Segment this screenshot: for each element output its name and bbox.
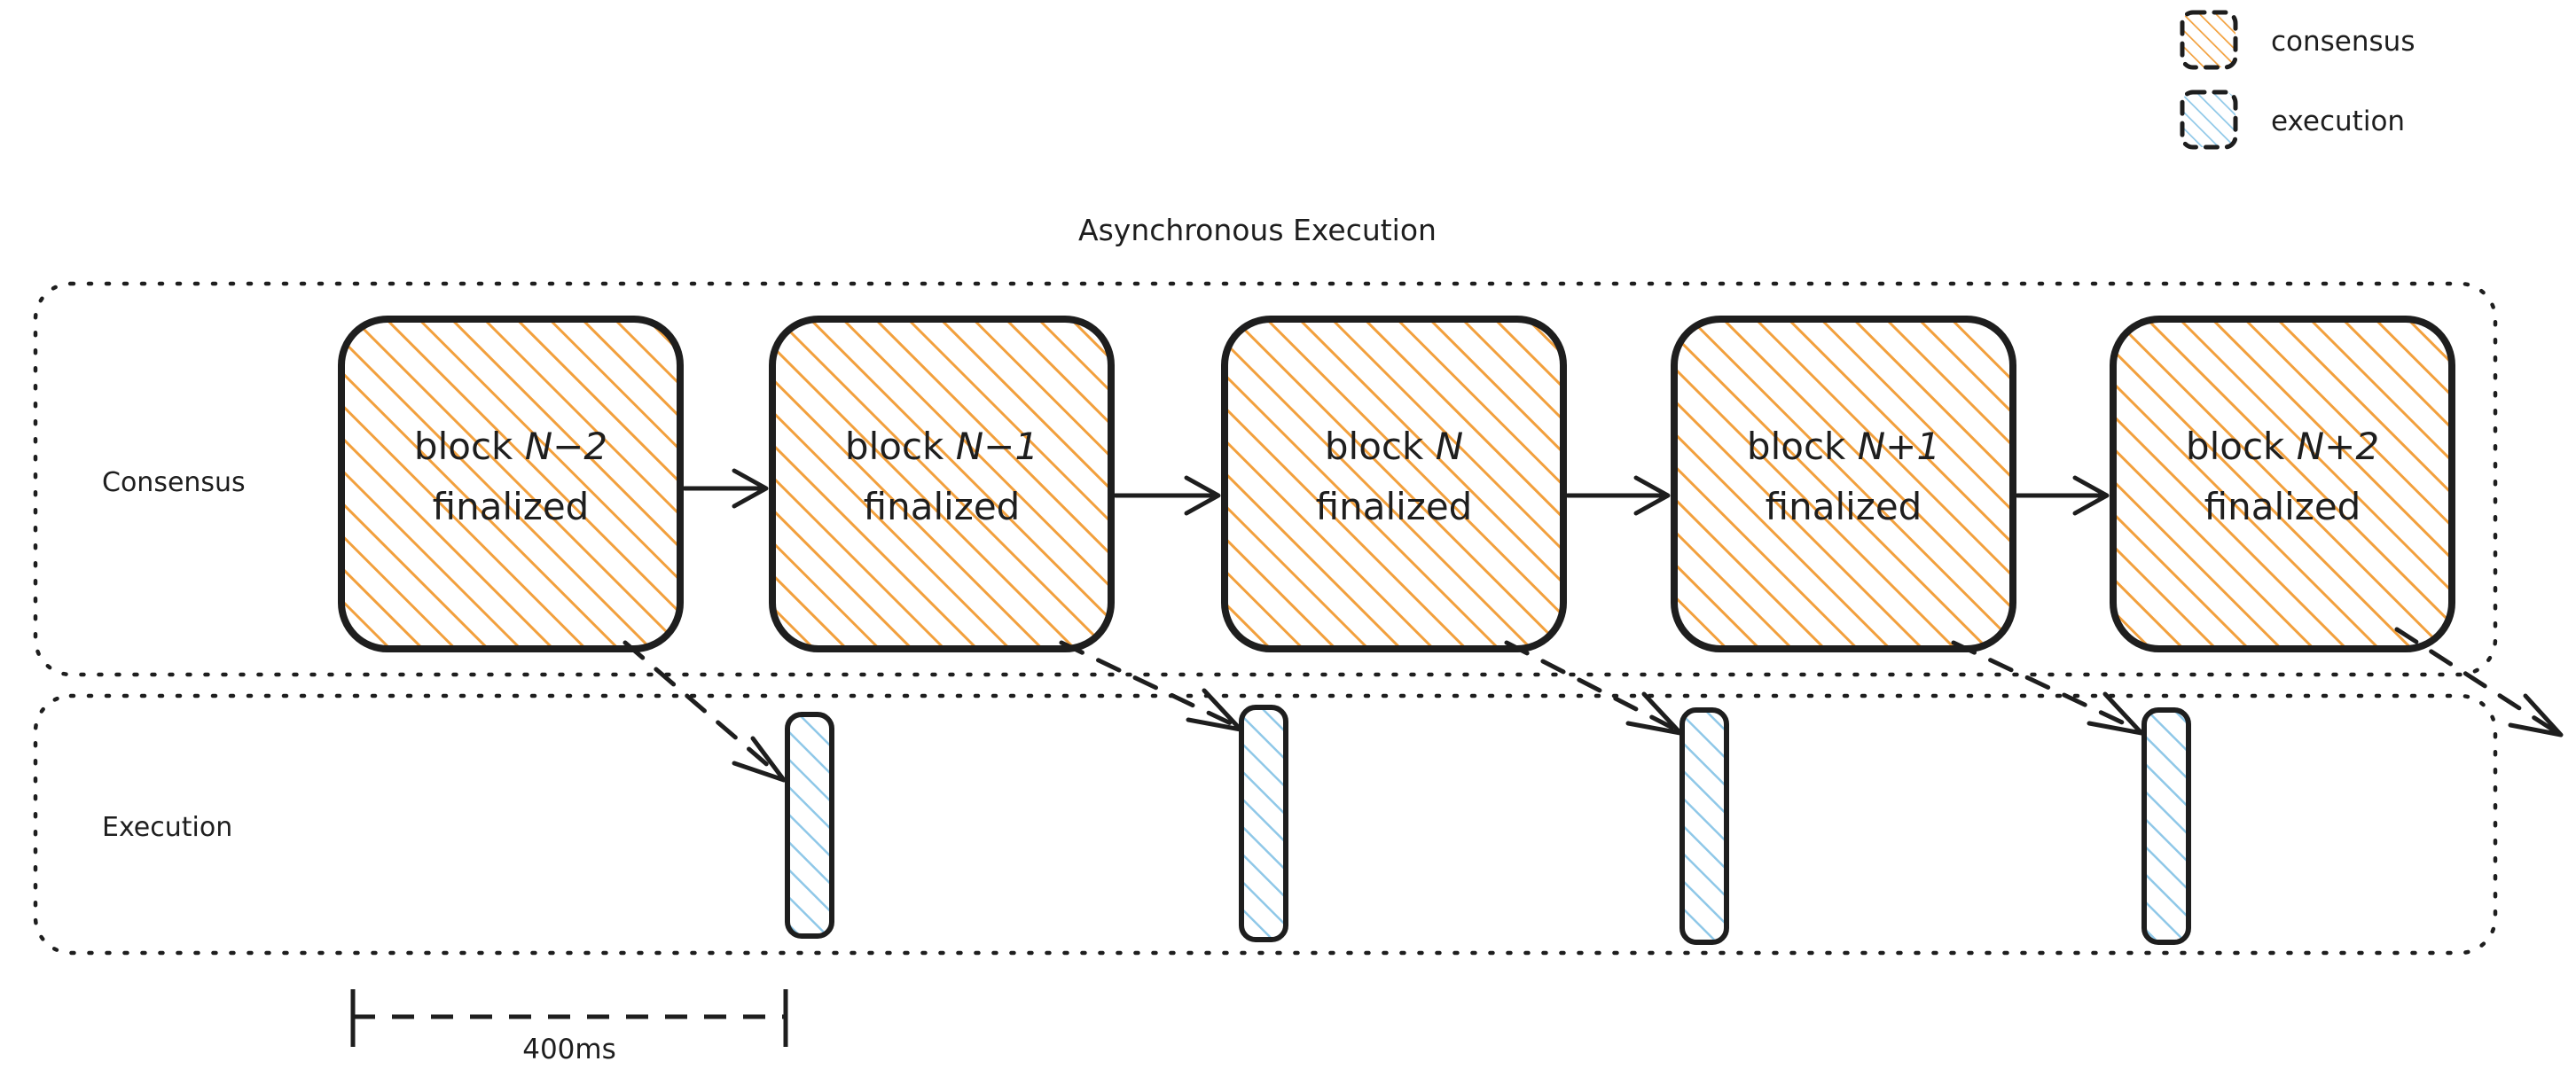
block-shape[interactable] — [338, 316, 684, 652]
block-status: finalized — [1766, 485, 1922, 528]
block-status: finalized — [2204, 485, 2361, 528]
measure-label: 400ms — [522, 1034, 616, 1065]
block-title-line: block N+2 — [2186, 425, 2379, 468]
block-status: finalized — [864, 485, 1021, 528]
consensus-block-n-1[interactable]: block N−1 finalized — [769, 316, 1115, 652]
legend-swatch-execution-icon — [2180, 90, 2238, 150]
execution-bar-4[interactable] — [2141, 707, 2191, 945]
bar-shape[interactable] — [785, 712, 834, 939]
dashed-arrow-n-to-exec-3 — [1504, 640, 1683, 736]
lane-container-execution — [33, 693, 2498, 956]
execution-bar-2[interactable] — [1239, 705, 1288, 942]
legend-label-consensus: consensus — [2271, 26, 2415, 58]
bar-shape[interactable] — [1239, 705, 1288, 942]
block-title-line: block N+1 — [1747, 425, 1940, 468]
legend: consensus execution — [2180, 10, 2415, 150]
block-shape[interactable] — [769, 316, 1115, 652]
bar-shape[interactable] — [1679, 707, 1729, 945]
dashed-arrow-n-plus-2-to-offscreen — [2394, 627, 2564, 738]
legend-item-execution: execution — [2180, 90, 2405, 150]
arrow-n-plus-1-to-n-plus-2 — [2015, 475, 2110, 516]
block-index: N — [1436, 425, 1463, 468]
block-shape[interactable] — [1671, 316, 2016, 652]
block-prefix: block — [845, 425, 944, 468]
execution-bar-3[interactable] — [1679, 707, 1729, 945]
measurement-400ms: 400ms — [350, 989, 788, 1065]
block-status: finalized — [1316, 485, 1473, 528]
block-prefix: block — [414, 425, 513, 468]
arrow-n-to-n-plus-1 — [1565, 475, 1671, 516]
block-prefix: block — [1325, 425, 1424, 468]
block-shape[interactable] — [2110, 316, 2455, 652]
bar-shape[interactable] — [2141, 707, 2191, 945]
arrow-n-1-to-n — [1113, 475, 1221, 516]
block-title-line: block N−2 — [414, 425, 607, 468]
consensus-block-n[interactable]: block N finalized — [1221, 316, 1567, 652]
block-index: N+1 — [1858, 425, 1940, 468]
block-shape[interactable] — [1221, 316, 1567, 652]
execution-bar-1[interactable] — [785, 712, 834, 939]
block-index: N−2 — [525, 425, 607, 468]
legend-item-consensus: consensus — [2180, 10, 2415, 70]
lane-label-execution: Execution — [102, 812, 232, 843]
block-index: N+2 — [2297, 425, 2379, 468]
consensus-block-n-plus-2[interactable]: block N+2 finalized — [2110, 316, 2455, 652]
dashed-arrow-n-1-to-exec-2 — [1059, 640, 1243, 732]
arrow-n-2-to-n-1 — [682, 468, 769, 509]
block-prefix: block — [2186, 425, 2285, 468]
legend-label-execution: execution — [2271, 105, 2405, 137]
page-title: Asynchronous Execution — [1078, 213, 1437, 247]
dashed-arrow-n-2-to-exec-1 — [622, 640, 787, 783]
consensus-block-n-2[interactable]: block N−2 finalized — [338, 316, 684, 652]
block-title-line: block N−1 — [845, 425, 1038, 468]
block-index: N−1 — [956, 425, 1038, 468]
block-title-line: block N — [1325, 425, 1463, 468]
lane-label-consensus: Consensus — [102, 467, 246, 498]
block-prefix: block — [1747, 425, 1846, 468]
consensus-block-n-plus-1[interactable]: block N+1 finalized — [1671, 316, 2016, 652]
dashed-arrow-n-plus-1-to-exec-4 — [1951, 640, 2144, 736]
block-status: finalized — [433, 485, 590, 528]
legend-swatch-consensus-icon — [2180, 10, 2238, 70]
